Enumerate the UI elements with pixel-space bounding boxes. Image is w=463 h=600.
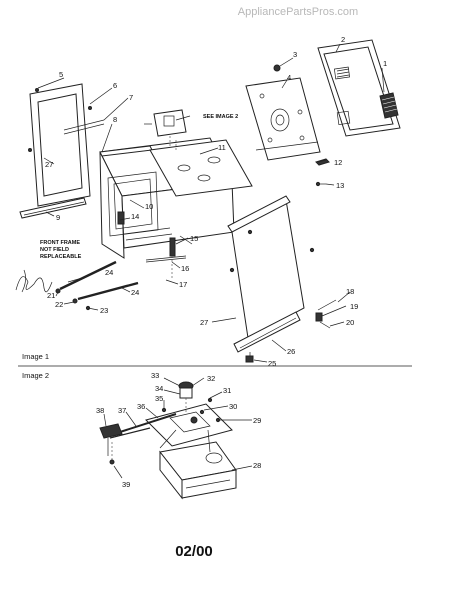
callout-38: 38 bbox=[96, 406, 104, 415]
kick-plate-part-26 bbox=[233, 311, 301, 353]
sensor-assembly-see-image-2 bbox=[144, 109, 187, 148]
vent-louver-part-1 bbox=[379, 92, 399, 119]
callout-23: 23 bbox=[100, 306, 108, 315]
front-frame-note-line-3: REPLACEABLE bbox=[40, 254, 82, 260]
image1-exploded-view: 1 2 3 4 5 6 7 8 9 10 11 12 13 14 15 16 1… bbox=[15, 35, 401, 368]
callout-30: 30 bbox=[229, 402, 237, 411]
top-plate-part-11 bbox=[149, 139, 253, 197]
image1-section-label: Image 1 bbox=[22, 352, 49, 361]
back-panel-part-2 bbox=[317, 39, 401, 137]
front-frame-note-line-1: FRONT FRAME bbox=[40, 240, 80, 246]
callout-9: 9 bbox=[56, 213, 60, 222]
callout-3: 3 bbox=[293, 50, 297, 59]
callout-12: 12 bbox=[334, 158, 342, 167]
mechanism-plate bbox=[145, 403, 233, 453]
callout-14: 14 bbox=[131, 212, 139, 221]
inner-back-panel-part-4 bbox=[245, 77, 321, 161]
callout-17: 17 bbox=[179, 280, 187, 289]
callout-24a: 24 bbox=[105, 268, 113, 277]
cam-parts-32-33-34 bbox=[178, 381, 194, 414]
screw-part-39 bbox=[109, 442, 115, 465]
callout-26: 26 bbox=[287, 347, 295, 356]
front-frame-note: FRONT FRAME NOT FIELD REPLACEABLE bbox=[40, 240, 82, 260]
image2-leader-lines bbox=[103, 377, 253, 479]
watermark-text: AppliancePartsPros.com bbox=[238, 6, 358, 18]
callout-8: 8 bbox=[113, 115, 117, 124]
callout-29: 29 bbox=[253, 416, 261, 425]
callout-36: 36 bbox=[137, 402, 145, 411]
screw-part-13 bbox=[315, 181, 326, 187]
callout-32: 32 bbox=[207, 374, 215, 383]
image1-callouts: 1 2 3 4 5 6 7 8 9 10 11 12 13 14 15 16 1… bbox=[45, 35, 387, 368]
callout-22: 22 bbox=[55, 300, 63, 309]
image2-callouts: 28 29 30 31 32 33 34 35 36 37 38 39 bbox=[96, 371, 261, 489]
callout-1: 1 bbox=[383, 59, 387, 68]
bracket-parts-18-19-20 bbox=[315, 299, 337, 329]
callout-20: 20 bbox=[346, 318, 354, 327]
callout-27a: 27 bbox=[45, 160, 53, 169]
bottom-trim-part-9 bbox=[19, 197, 87, 219]
callout-39: 39 bbox=[122, 480, 130, 489]
leveling-foot-part-25 bbox=[245, 352, 254, 363]
callout-5: 5 bbox=[59, 70, 63, 79]
bracket-parts-15-16-17 bbox=[145, 235, 193, 278]
revision-code: 02/00 bbox=[175, 543, 213, 560]
front-frame-parts-5-6-7 bbox=[28, 83, 105, 207]
callout-19: 19 bbox=[350, 302, 358, 311]
callout-7: 7 bbox=[129, 93, 133, 102]
screw-part-3 bbox=[273, 64, 281, 72]
image1-leader-lines bbox=[37, 43, 385, 363]
callout-15: 15 bbox=[190, 234, 198, 243]
callout-28: 28 bbox=[253, 461, 261, 470]
callout-11: 11 bbox=[218, 143, 226, 152]
callout-33: 33 bbox=[151, 371, 159, 380]
image2-exploded-view: Image 2 bbox=[22, 371, 261, 500]
callout-34: 34 bbox=[155, 384, 163, 393]
callout-24b: 24 bbox=[131, 288, 139, 297]
signature-scribble bbox=[15, 269, 53, 293]
callout-6: 6 bbox=[113, 81, 117, 90]
rod-parts-36-37 bbox=[109, 413, 177, 439]
callout-2: 2 bbox=[341, 35, 345, 44]
callout-16: 16 bbox=[181, 264, 189, 273]
callout-35: 35 bbox=[155, 394, 163, 403]
image2-section-label: Image 2 bbox=[22, 371, 49, 380]
see-image-2-note: SEE IMAGE 2 bbox=[203, 114, 238, 120]
rods-part-24 bbox=[59, 260, 139, 301]
callout-31: 31 bbox=[223, 386, 231, 395]
screws-parts-21-22-23 bbox=[55, 288, 91, 311]
callout-4: 4 bbox=[287, 73, 291, 82]
callout-25: 25 bbox=[268, 359, 276, 368]
callout-37: 37 bbox=[118, 406, 126, 415]
callout-13: 13 bbox=[336, 181, 344, 190]
callout-21: 21 bbox=[47, 291, 55, 300]
side-panel-part-27 bbox=[227, 195, 315, 339]
base-box-part-28 bbox=[159, 441, 237, 500]
callout-18: 18 bbox=[346, 287, 354, 296]
clip-part-12 bbox=[315, 158, 330, 166]
callout-27b: 27 bbox=[200, 318, 208, 327]
callout-10: 10 bbox=[145, 202, 153, 211]
front-frame-note-line-2: NOT FIELD bbox=[40, 247, 69, 253]
handle-part-38 bbox=[99, 423, 123, 456]
